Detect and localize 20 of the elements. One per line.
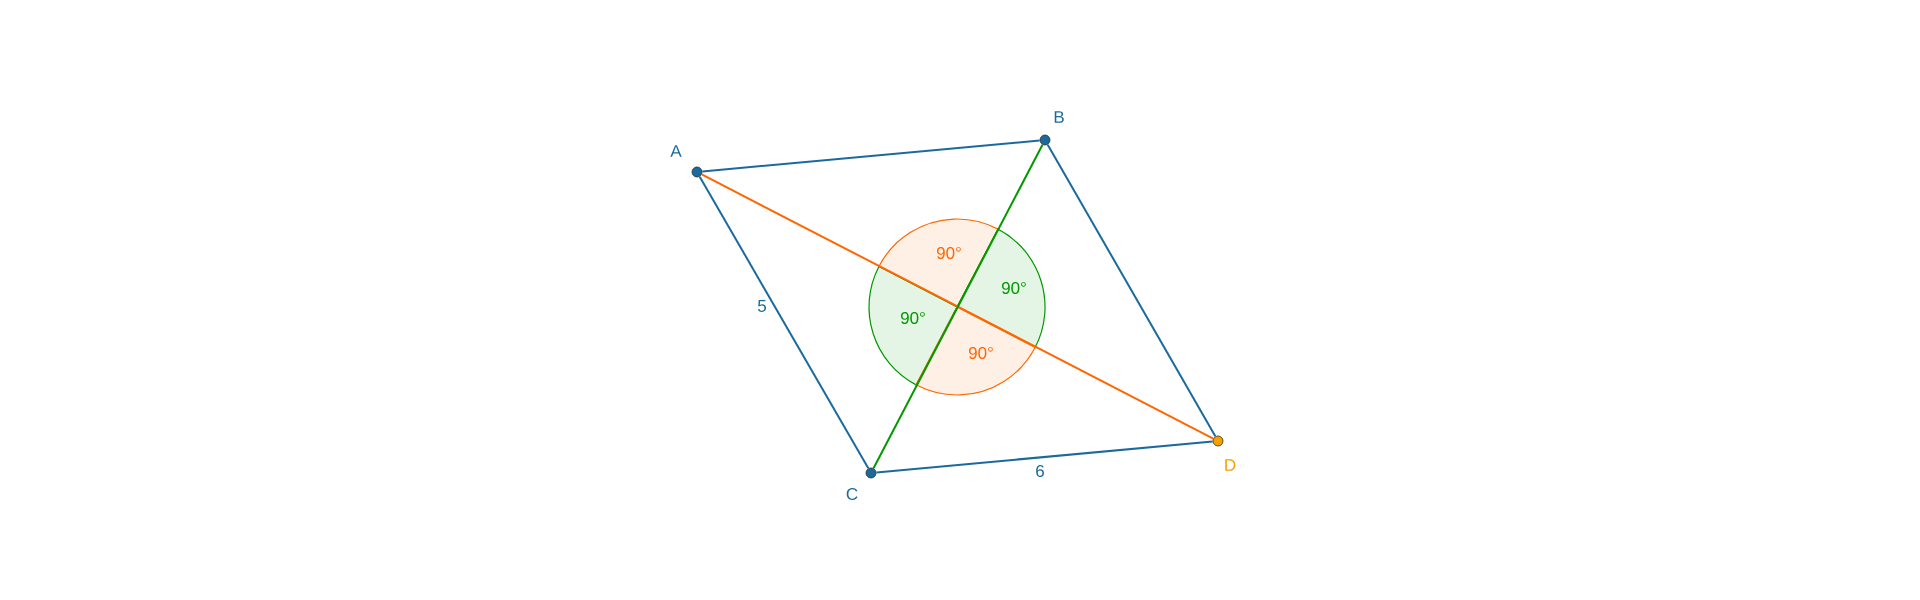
- edge-label: 6: [1036, 465, 1044, 477]
- node-label: A: [670, 145, 682, 157]
- edge-label: 5: [757, 300, 766, 312]
- node-label: D: [1225, 459, 1236, 471]
- angle-label: 90°: [1001, 282, 1026, 294]
- angle-label: 90°: [936, 247, 961, 259]
- point: A: [670, 145, 703, 178]
- point: C: [846, 467, 877, 500]
- line-segment: [875, 440, 1214, 474]
- line-segment: [701, 139, 1041, 173]
- point: D: [1212, 435, 1236, 471]
- line-segment: [872, 143, 1044, 470]
- node-label: B: [1054, 111, 1064, 123]
- line-segment: [700, 173, 1215, 440]
- node-label: C: [846, 487, 858, 501]
- angle-label: 90°: [900, 312, 925, 324]
- point: B: [1039, 111, 1064, 146]
- angle-label: 90°: [968, 347, 993, 359]
- line-segment: [1046, 143, 1217, 438]
- line-segment: [698, 175, 870, 470]
